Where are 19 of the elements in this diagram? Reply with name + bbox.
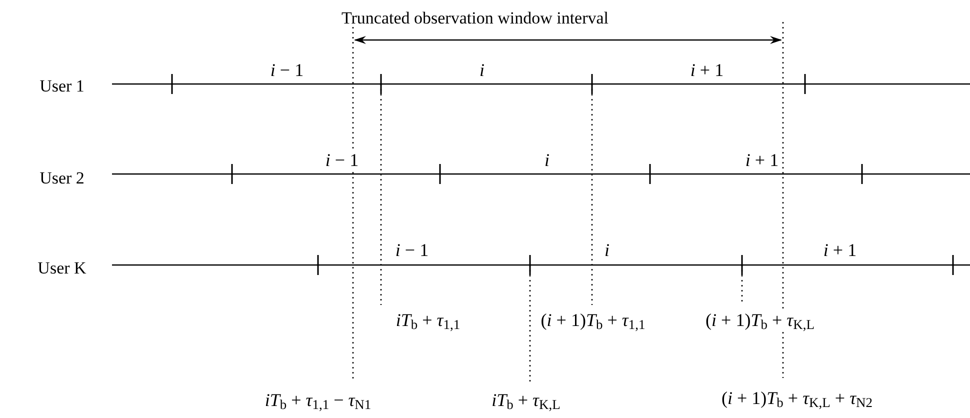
time-expression: (i + 1)T$_{b}$ + τ$_{K,L}$ + τ$_{N2}$: [720, 389, 874, 407]
segment-index: i + 1: [689, 61, 725, 79]
user-label: User 2: [38, 170, 86, 186]
segment-index: i − 1: [324, 151, 360, 169]
time-expression: (i + 1)T$_{b}$ + τ$_{1,1}$: [540, 311, 646, 329]
dimension-label: Truncated observation window interval: [340, 10, 610, 26]
segment-index: i + 1: [744, 151, 780, 169]
time-expression: (i + 1)T$_{b}$ + τ$_{K,L}$: [704, 311, 816, 329]
time-expression: iT$_{b}$ + τ$_{K,L}$: [490, 391, 562, 409]
segment-index: i − 1: [394, 241, 430, 259]
segment-index: i: [478, 61, 486, 79]
time-expression: iT$_{b}$ + τ$_{1,1}$: [394, 311, 462, 329]
user-label: User K: [36, 260, 88, 276]
segment-index: i: [604, 241, 610, 259]
user-label: User 1: [38, 78, 86, 94]
segment-index: i: [544, 151, 550, 169]
segment-index: i − 1: [269, 61, 305, 79]
time-expression: iT$_{b}$ + τ$_{1,1}$ − τ$_{N1}$: [264, 391, 372, 409]
segment-index: i + 1: [822, 241, 858, 259]
